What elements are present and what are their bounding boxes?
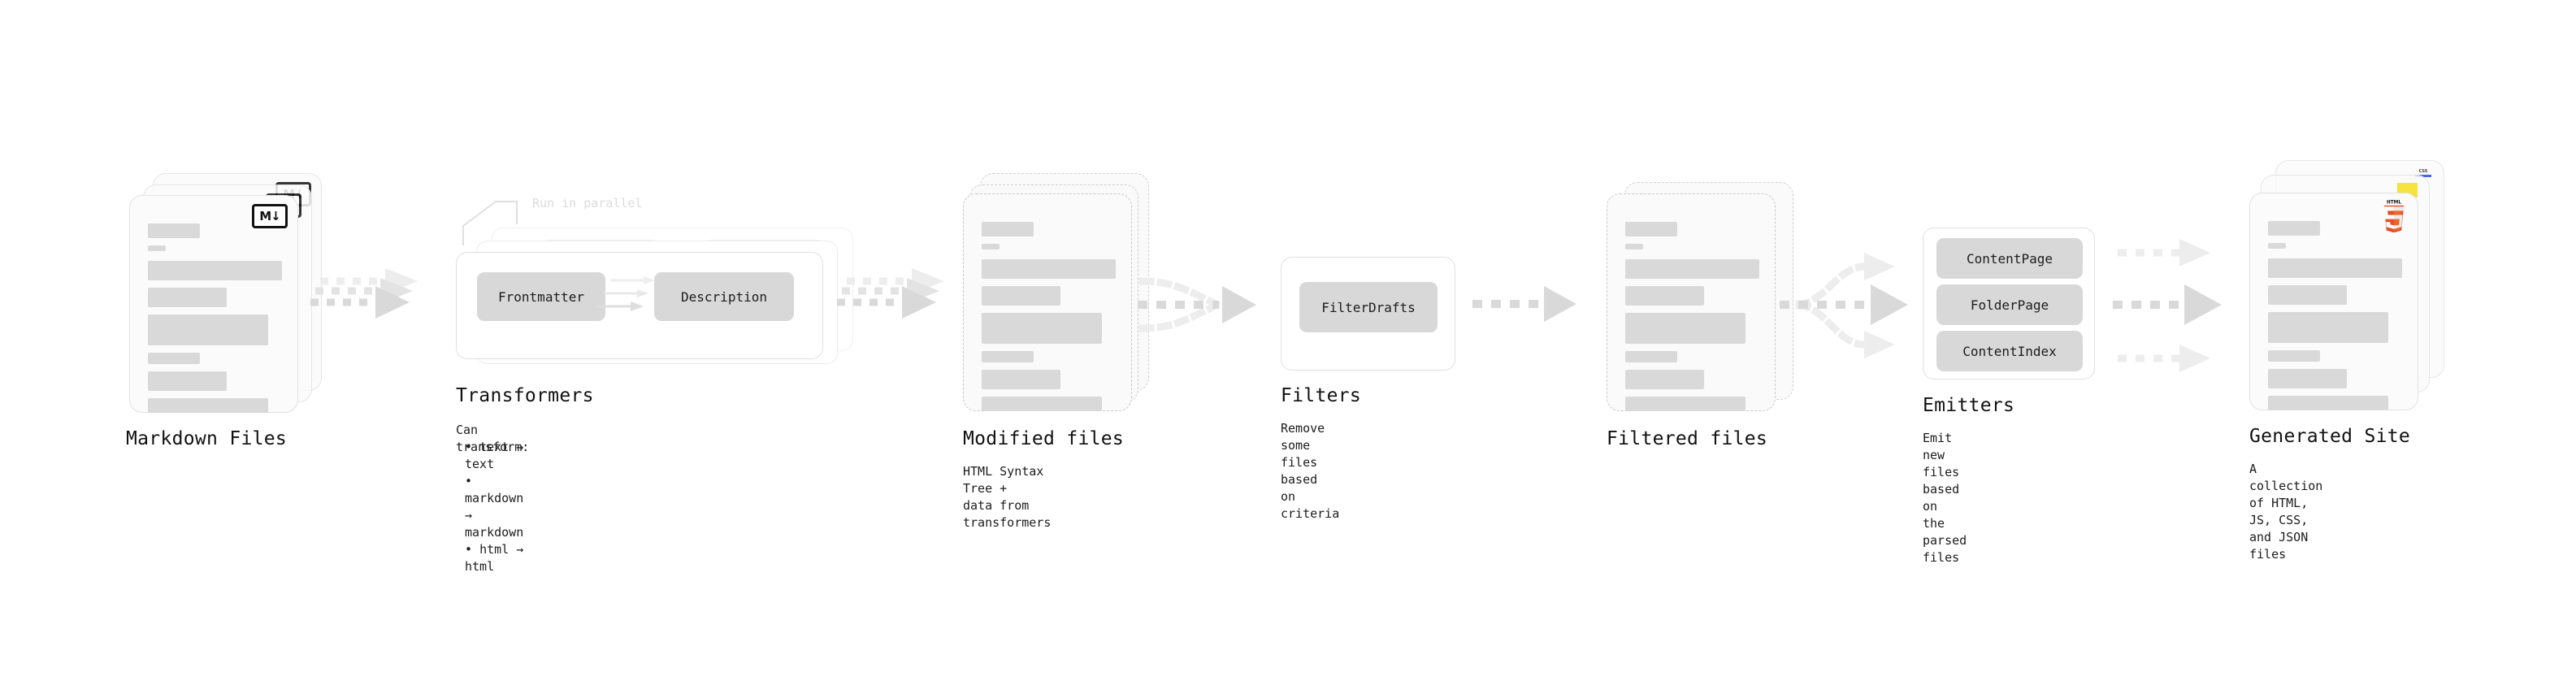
connector-frontmatter-to-description [596,276,655,311]
skeleton-bar [982,259,1116,279]
skeleton-bar [148,371,227,391]
emitter-pill-contentindex[interactable]: ContentIndex [1936,331,2083,371]
emitter-pill-folderpage[interactable]: FolderPage [1936,284,2083,325]
bullet-item: markdown → markdown [465,473,523,541]
connector-transformers-to-modified-files [837,268,944,319]
filters-panel: FilterDrafts [1281,257,1455,371]
skeleton-bar [148,353,200,364]
emitters-panel: ContentPage FolderPage ContentIndex [1923,228,2095,380]
skeleton-bar [148,261,282,280]
stage-title-filters: Filters [1281,385,1362,406]
skeleton-bars [148,223,282,420]
markdown-badge: M↓ [252,204,288,228]
stage-title-modified-files: Modified files [963,428,1125,449]
skeleton-bar [1625,397,1746,411]
emitter-pill-contentpage[interactable]: ContentPage [1936,238,2083,279]
stage-title-emitters: Emitters [1923,395,2015,416]
stage-title-filtered-files: Filtered files [1607,428,1768,449]
stage-desc-filters: Remove some files based on criteria [1281,421,1340,521]
skeleton-bar [2268,369,2347,388]
svg-text:HTML: HTML [2387,201,2401,206]
skeleton-bar [1625,259,1759,279]
skeleton-bar [982,286,1060,306]
stage-title-transformers: Transformers [456,385,594,406]
skeleton-bars [982,222,1116,419]
skeleton-bar [982,222,1034,236]
stage-desc-generated-site: A collection of HTML, JS, CSS, and JSON … [2249,462,2323,562]
modified-card-front [963,193,1132,411]
skeleton-bar [1625,313,1746,344]
markdown-card-front: M↓ [129,195,298,413]
connector-filtered-files-to-emitters [1780,253,1908,358]
skeleton-bar [2268,285,2347,305]
transformers-bullet-list: text → text markdown → markdown html → h… [465,439,523,575]
skeleton-bar [1625,351,1677,362]
skeleton-bar [148,223,200,238]
skeleton-bar [2268,396,2388,410]
skeleton-bar [1625,244,1643,249]
stage-desc-emitters: Emit new files based on the parsed files [1923,431,1967,565]
skeleton-bar [982,351,1034,362]
css3-badge-label: CSS [2418,169,2428,174]
skeleton-bar [1625,370,1704,389]
connector-markdown-to-transformers [310,268,418,319]
skeleton-bars [1625,222,1759,419]
stage-desc-modified-files: HTML Syntax Tree + data from transformer… [963,464,1052,530]
bullet-item: html → html [465,541,523,575]
skeleton-bar [982,313,1102,344]
parallel-bracket [462,201,518,245]
skeleton-bar [982,370,1060,389]
connector-emitters-to-generated-site [2113,239,2222,372]
html5-icon: HTML [2383,201,2405,232]
skeleton-bar [2268,312,2388,343]
skeleton-bar [2268,350,2320,362]
skeleton-bar [2268,258,2402,278]
skeleton-bar [2268,221,2320,236]
skeleton-bar [2268,243,2286,249]
site-card-front-html: HTML [2249,193,2418,410]
bullet-item: text → text [465,439,523,473]
skeleton-bar [1625,222,1677,236]
skeleton-bars [2268,221,2402,418]
skeleton-bar [148,288,227,307]
transformer-pill-description[interactable]: Description [654,272,794,321]
skeleton-bar [148,245,166,251]
filter-pill-filterdrafts[interactable]: FilterDrafts [1299,282,1438,332]
run-in-parallel-note: Run in parallel [532,196,643,210]
skeleton-bar [982,397,1102,411]
filtered-card-front [1607,193,1776,411]
connector-modified-files-to-filters [1138,277,1256,332]
skeleton-bar [148,314,268,345]
stage-title-markdown-files: Markdown Files [126,428,288,449]
stage-title-generated-site: Generated Site [2249,426,2411,447]
connector-filters-to-filtered-files [1472,286,1576,322]
skeleton-bar [1625,286,1704,306]
skeleton-bar [982,244,1000,249]
skeleton-bar [148,398,268,413]
transformer-pill-frontmatter[interactable]: Frontmatter [477,272,605,321]
